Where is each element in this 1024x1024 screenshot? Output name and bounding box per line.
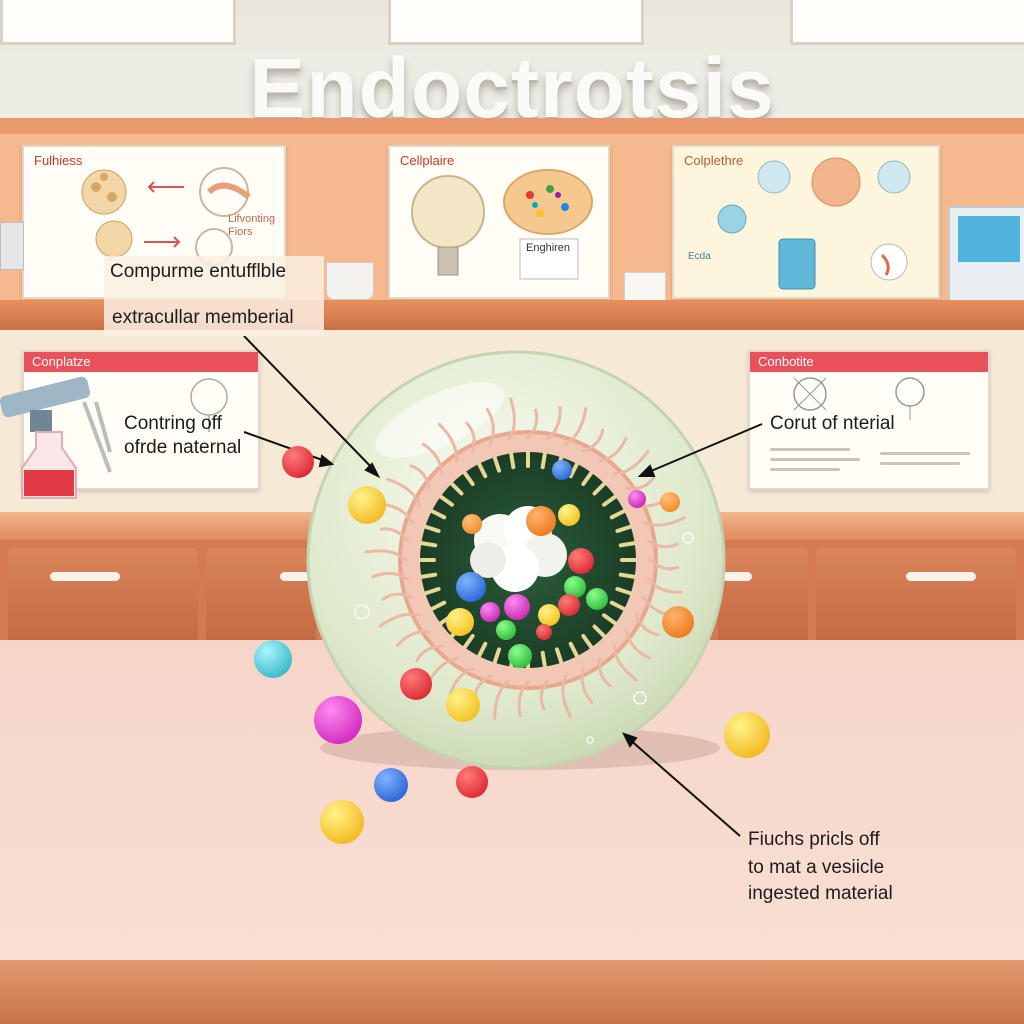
bead-yellow — [446, 608, 474, 636]
inner-fringe — [621, 575, 635, 577]
bead-yellow — [348, 486, 386, 524]
bead-green — [496, 620, 516, 640]
bead-blue — [552, 460, 572, 480]
bead-orange — [526, 506, 556, 536]
label-top-line2: extracullar memberial — [112, 306, 294, 330]
bead-cyan — [254, 640, 292, 678]
bead-yellow — [320, 800, 364, 844]
bead-yellow — [538, 604, 560, 626]
bead-red — [282, 446, 314, 478]
inner-fringe — [421, 543, 435, 545]
inner-fringe — [621, 543, 635, 545]
label-left-line2: ofrde naternal — [124, 436, 241, 460]
label-bottom-line2: to mat a vesiicle — [748, 856, 884, 880]
label-top-line1: Compurme entufflble — [110, 260, 286, 284]
bead-magenta — [314, 696, 362, 744]
bead-orange — [660, 492, 680, 512]
bead-red — [558, 594, 580, 616]
inner-fringe — [421, 575, 435, 577]
bead-red — [456, 766, 488, 798]
bead-magenta — [480, 602, 500, 622]
label-left-line1: Contring off — [124, 412, 222, 436]
bead-red — [400, 668, 432, 700]
bead-orange — [662, 606, 694, 638]
inner-fringe — [511, 453, 513, 467]
inner-fringe — [543, 453, 545, 467]
bead-yellow — [724, 712, 770, 758]
label-right: Corut of nterial — [770, 412, 895, 436]
bead-green — [508, 644, 532, 668]
bead-yellow — [446, 688, 480, 722]
bead-green — [586, 588, 608, 610]
bead-magenta — [504, 594, 530, 620]
bead-blue — [374, 768, 408, 802]
bead-yellow — [558, 504, 580, 526]
bead-orange — [462, 514, 482, 534]
bead-red — [568, 548, 594, 574]
bead-red — [536, 624, 552, 640]
inner-fringe — [543, 653, 545, 667]
bead-blue — [456, 572, 486, 602]
label-bottom-line3: ingested material — [748, 882, 893, 906]
label-bottom-line1: Fiuchs pricls off — [748, 828, 880, 852]
bead-magenta — [628, 490, 646, 508]
